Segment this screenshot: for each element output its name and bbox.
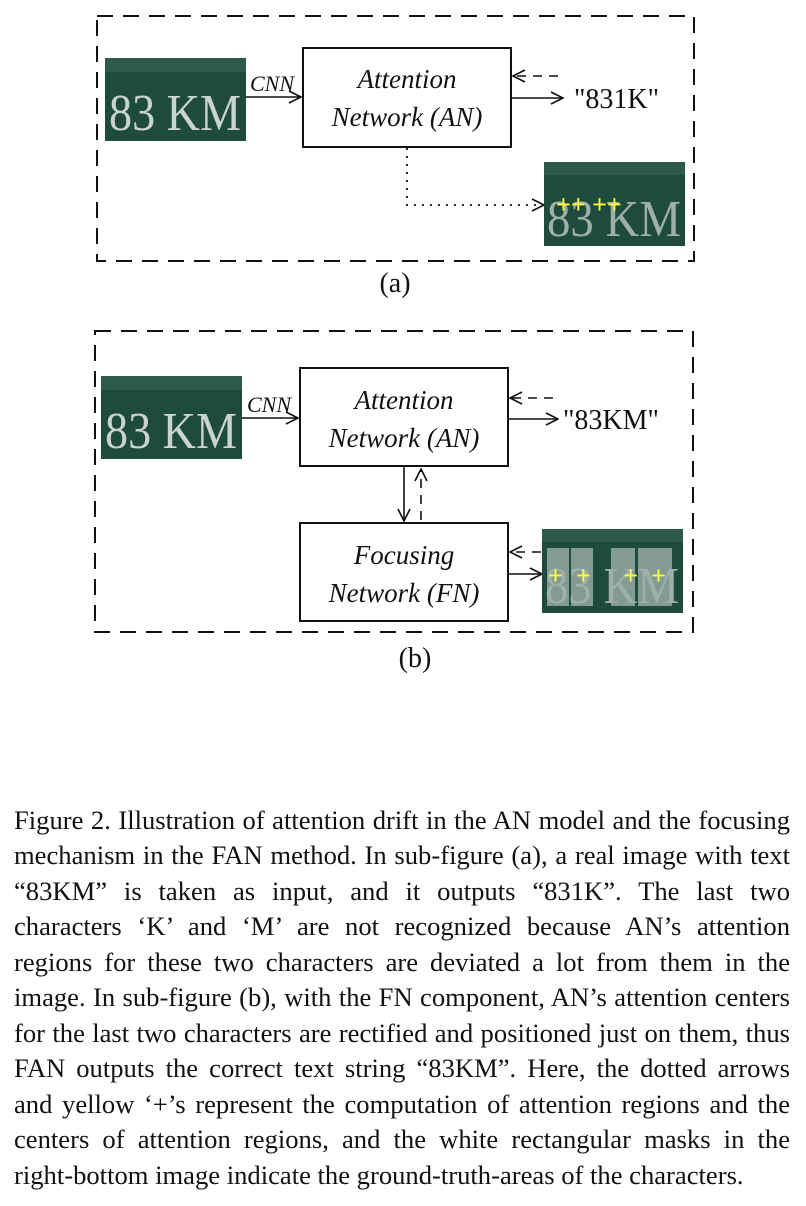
panel-a-an-line1: Attention <box>356 64 457 94</box>
panel-b-attention-image: 83 KM ++ ++ <box>542 529 683 615</box>
panel-b-input-image: 83 KM <box>101 376 242 460</box>
panel-a-dotted-arrow <box>406 148 544 206</box>
panel-b-an-line2: Network (AN) <box>328 423 480 453</box>
panel-a-attention-image: 83 KM ++ ++ <box>544 162 685 248</box>
panel-b-an-line1: Attention <box>353 385 454 415</box>
panel-a-an-line2: Network (AN) <box>331 102 483 132</box>
panel-b-image-text: 83 KM <box>105 403 237 460</box>
figure-caption: Figure 2. Illustration of attention drif… <box>14 804 790 1190</box>
panel-b-fn-line2: Network (FN) <box>328 578 480 608</box>
gt-mask-8 <box>547 548 569 606</box>
gt-mask-m <box>638 548 672 606</box>
panel-b: 83 KM CNN Attention Network (AN) "83KM" … <box>94 330 694 674</box>
gt-mask-k <box>611 548 635 606</box>
svg-text:83 KM: 83 KM <box>547 191 681 248</box>
panel-a-image-text: 83 KM <box>109 85 241 142</box>
panel-b-fn-line1: Focusing <box>353 540 455 570</box>
panel-b-dashed-border <box>94 330 694 633</box>
panel-b-focusing-network-box <box>299 522 509 622</box>
panel-a-attention-markers: ++ ++ <box>556 190 622 219</box>
panel-a-attention-network-box <box>302 47 512 148</box>
panel-b-sub-label: (b) <box>399 643 432 674</box>
panel-b-cnn-label: CNN <box>247 392 292 417</box>
panel-a: 83 KM CNN Attention Network (AN) "831K" … <box>96 15 695 299</box>
panel-a-output: "831K" <box>574 84 659 115</box>
figure-2-diagram: 83 KM CNN Attention Network (AN) "831K" … <box>94 15 695 674</box>
svg-text:83 KM: 83 KM <box>545 558 679 615</box>
panel-b-attention-network-box <box>299 367 509 467</box>
gt-mask-3 <box>571 548 593 606</box>
panel-a-cnn-label: CNN <box>250 71 295 96</box>
panel-a-input-image: 83 KM <box>105 58 246 142</box>
panel-b-output: "83KM" <box>563 405 659 436</box>
panel-a-sub-label: (a) <box>379 268 410 299</box>
panel-a-dashed-border <box>96 15 695 262</box>
